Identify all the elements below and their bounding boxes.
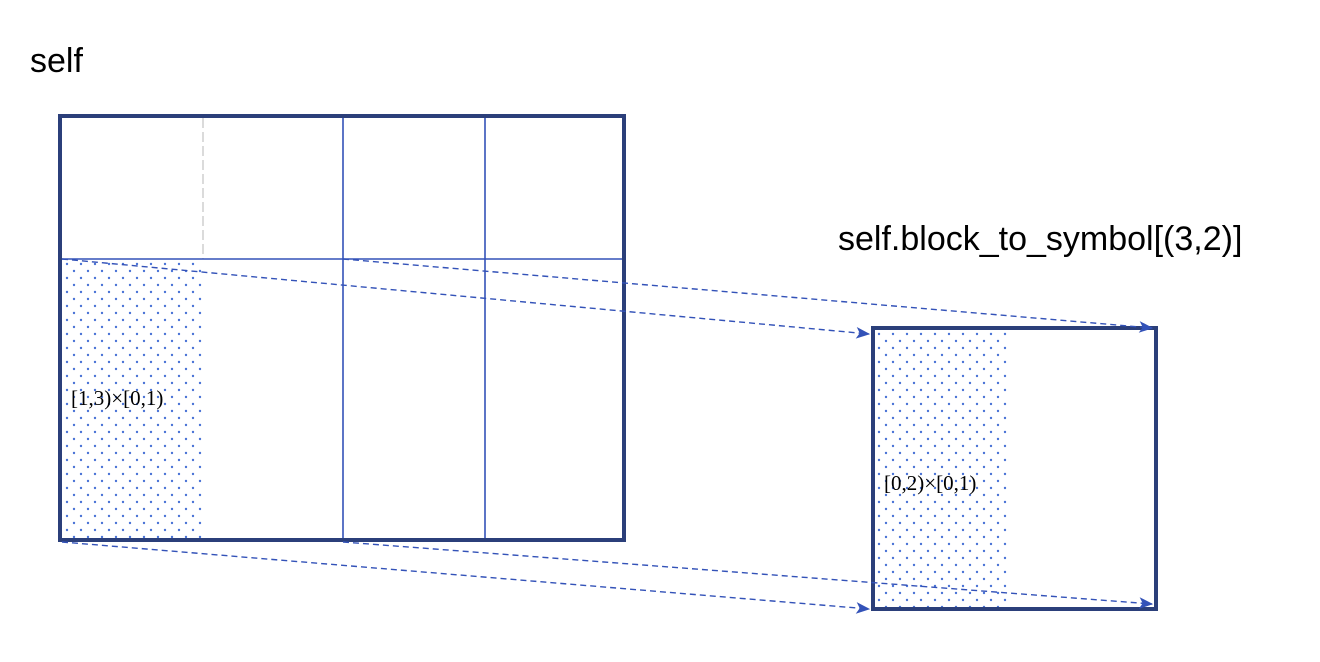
target-region-label: [0,2)×[0,1) (884, 471, 976, 495)
source-grid-frame (58, 114, 626, 542)
mapping-arrow (61, 258, 871, 339)
source-region-label: [1,3)×[0,1) (71, 386, 163, 410)
mapping-arrow (61, 541, 871, 614)
source-title: self (30, 42, 83, 80)
target-dotted-region (875, 330, 1010, 607)
mapping-arrow (342, 541, 1154, 609)
target-title: self.block_to_symbol[(3,2)] (838, 220, 1242, 258)
target-block-frame (871, 326, 1158, 611)
mapping-arrow (342, 258, 1154, 333)
source-dotted-region (62, 259, 202, 539)
